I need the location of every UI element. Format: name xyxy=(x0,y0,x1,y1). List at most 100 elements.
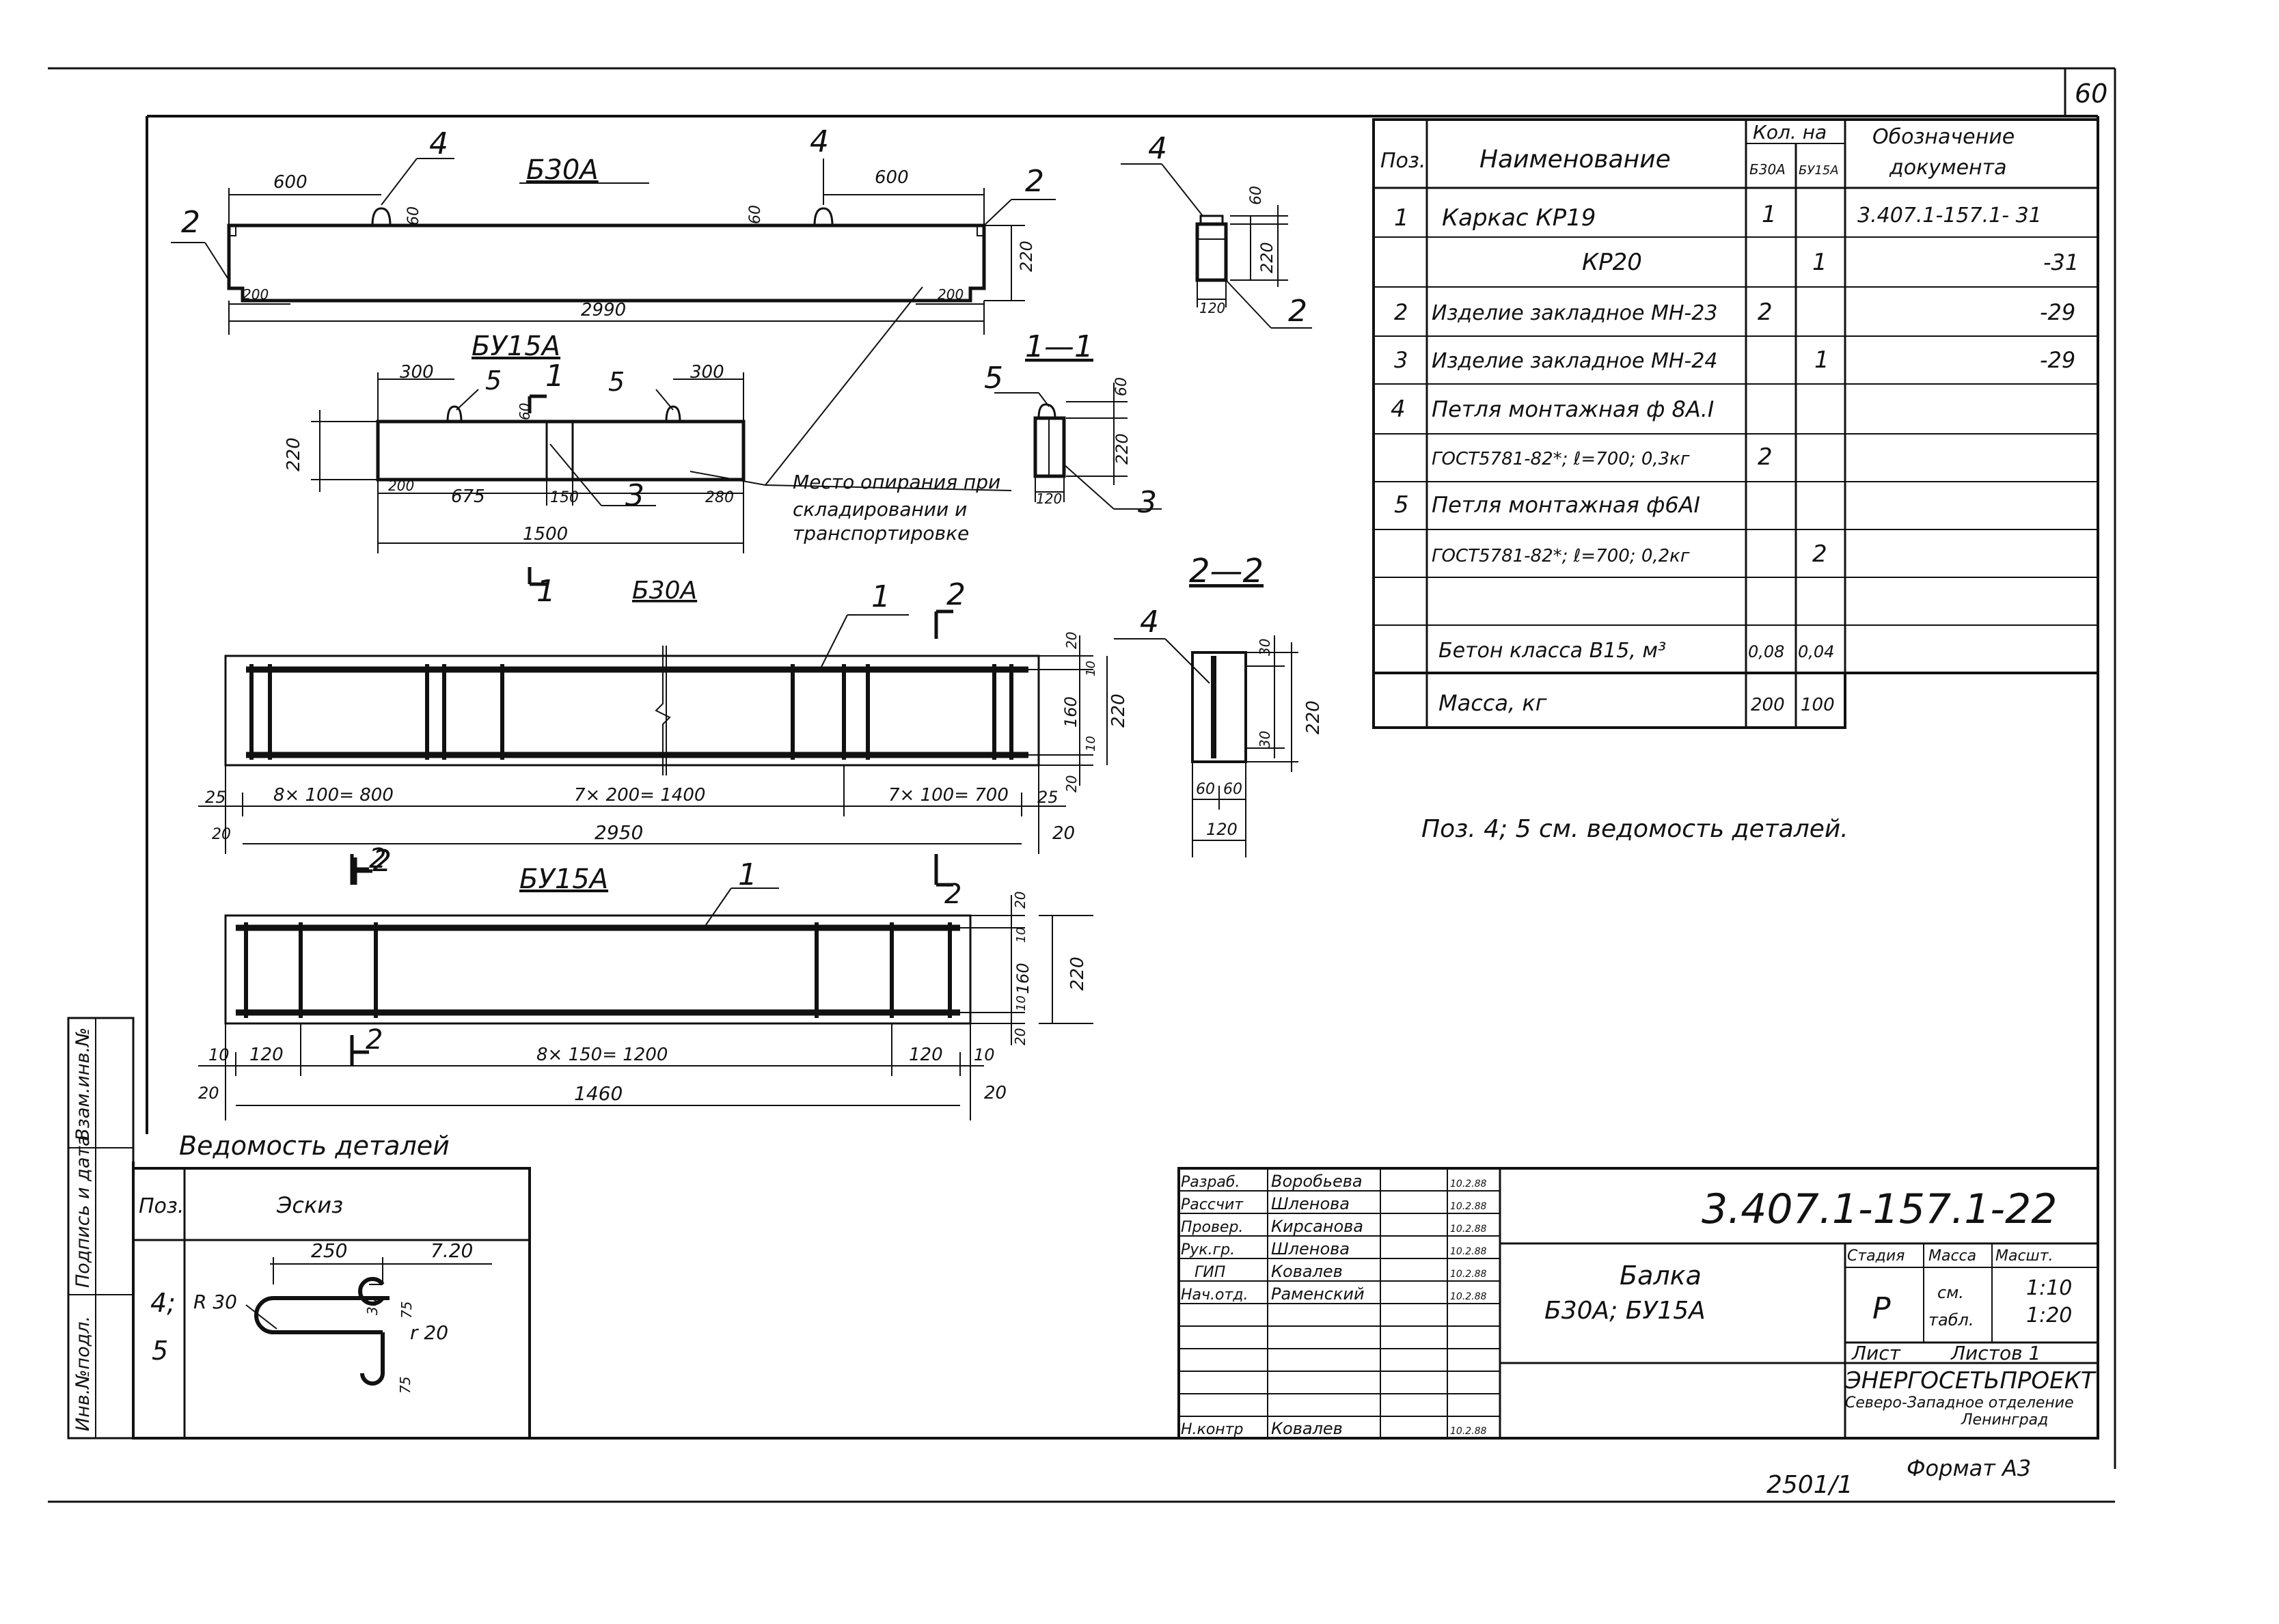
cut-2-left-top: 2 xyxy=(369,843,386,875)
table-row: 5 Петля монтажная ф6АI xyxy=(1394,491,1700,519)
cell-b30a: 2 xyxy=(1758,299,1773,326)
cell-doc: -29 xyxy=(2040,299,2075,325)
org-name: ЭНЕРГОСЕТЬПРОЕКТ xyxy=(1844,1367,2097,1394)
cell-name: КР20 xyxy=(1582,249,1642,276)
header-doc-1: Обозначение xyxy=(1872,125,2015,149)
header-qty-bu15a: БУ15А xyxy=(1799,163,1839,178)
dim-10-right: 10 xyxy=(974,1045,995,1064)
cell-bu15a: 1 xyxy=(1814,346,1829,374)
callout-2: 2 xyxy=(1288,294,1307,329)
sig-date: 10.2.88 xyxy=(1450,1291,1487,1302)
dim-150: 150 xyxy=(550,489,579,506)
dim-10-top: 10 xyxy=(1014,927,1028,943)
dim-10-top: 10 xyxy=(1084,661,1098,676)
stage-value: Р xyxy=(1872,1291,1891,1326)
sig-name: Кирсанова xyxy=(1271,1217,1363,1236)
inventory-number: 2501/1 xyxy=(1766,1471,1853,1499)
cell-name: ГОСТ5781-82*; ℓ=700; 0,3кг xyxy=(1432,449,1690,469)
view-section-2-2: 2—2 30 220 30 60 60 120 4 xyxy=(1114,552,1324,857)
cell-pos: 3 xyxy=(1394,347,1408,373)
sig-name: Шленова xyxy=(1271,1194,1350,1213)
support-note-3: транспортировке xyxy=(793,522,969,545)
cell-doc: -31 xyxy=(2043,249,2079,275)
cell-name: Каркас КР19 xyxy=(1442,204,1596,232)
header-pos: Поз. xyxy=(1380,149,1425,173)
dim-seg-700: 7× 100= 700 xyxy=(888,785,1009,806)
details-title: Ведомость деталей xyxy=(179,1131,450,1161)
sig-role: Нач.отд. xyxy=(1181,1286,1248,1304)
details-pos-a: 4; xyxy=(150,1288,176,1318)
cell-doc: 3.407.1-157.1- 31 xyxy=(1857,204,2042,228)
view-title-b30a-cage: Б30А xyxy=(632,577,697,605)
cell-name: Изделие закладное МН-23 xyxy=(1432,301,1717,325)
cell-b30a: 0,08 xyxy=(1748,642,1784,661)
left-stamp: Инв.№подл. Подпись и дата Взам.инв.№ xyxy=(67,1017,135,1440)
sig-role: Рук.гр. xyxy=(1181,1241,1235,1258)
signature-row: ГИП Ковалев 10.2.88 xyxy=(1195,1262,1487,1281)
table-row: 1 Каркас КР19 1 3.407.1-157.1- 31 xyxy=(1394,201,2042,232)
dim-30-top: 30 xyxy=(1257,639,1273,656)
label-stage: Стадия xyxy=(1847,1248,1905,1265)
callout-2-left: 2 xyxy=(181,205,200,240)
specification-table: Поз. Наименование Кол. на Б30А БУ15А Обо… xyxy=(1372,118,2099,729)
dim-60-left: 60 xyxy=(1196,781,1215,798)
dim-120: 120 xyxy=(1199,300,1225,316)
cell-bu15a: 2 xyxy=(1812,540,1827,568)
dim-10-bottom: 10 xyxy=(1084,736,1098,752)
dim-20-top: 20 xyxy=(1012,892,1028,909)
dim-20-left: 20 xyxy=(212,826,231,843)
dim-60-left: 60 xyxy=(405,206,422,225)
dim-1460: 1460 xyxy=(574,1082,623,1105)
callout-4: 4 xyxy=(1140,605,1159,639)
dim-120: 120 xyxy=(1206,820,1238,839)
dim-20-left: 20 xyxy=(198,1084,219,1103)
view-bu15a-elevation: БУ15А 300 300 60 220 200 675 150 280 150… xyxy=(284,286,1012,609)
sig-name: Раменский xyxy=(1271,1284,1365,1304)
table-row: Бетон класса В15, м³ 0,08 0,04 xyxy=(1438,639,1834,663)
dim-120-left: 120 xyxy=(249,1045,284,1065)
sig-date: 10.2.88 xyxy=(1450,1201,1487,1212)
title-block: Разраб. Воробьева 10.2.88 Рассчит Шленов… xyxy=(1177,1167,2099,1440)
cell-doc: -29 xyxy=(2040,347,2075,373)
scale-value-1: 1:10 xyxy=(2026,1276,2072,1300)
cut-1-top: 1 xyxy=(545,359,564,394)
view-b30a-cage: Б30А 20 10 160 220 10 20 xyxy=(198,577,1129,885)
table-row: Масса, кг 200 100 xyxy=(1438,690,1835,716)
sig-date: 10.2.88 xyxy=(1450,1426,1487,1437)
mass-value-1: см. xyxy=(1937,1283,1964,1302)
table-row: 3 Изделие закладное МН-24 1 -29 xyxy=(1394,346,2075,374)
cut-2-left-bottom: 2 xyxy=(366,1024,383,1056)
label-sheet: Лист xyxy=(1851,1342,1901,1364)
sig-name: Шленова xyxy=(1271,1239,1350,1258)
dim-60-right: 60 xyxy=(1223,781,1242,798)
dim-160: 160 xyxy=(1061,696,1080,728)
sig-role: Разраб. xyxy=(1181,1174,1240,1191)
view-title-b30a: Б30А xyxy=(526,154,599,186)
label-sheets: Листов 1 xyxy=(1950,1342,2041,1364)
dim-200: 200 xyxy=(388,478,414,494)
cell-b30a: 2 xyxy=(1758,443,1773,471)
table-row: ГОСТ5781-82*; ℓ=700; 0,2кг 2 xyxy=(1432,540,1827,568)
dim-2950: 2950 xyxy=(595,821,643,844)
sig-name: Ковалев xyxy=(1271,1262,1343,1281)
sig-name: Ковалев xyxy=(1271,1419,1343,1438)
sig-role: Н.контр xyxy=(1181,1421,1243,1438)
stirrups xyxy=(249,664,1013,760)
view-end: 60 220 120 4 2 xyxy=(1121,131,1312,329)
support-note-1: Место опирания при xyxy=(793,471,1000,493)
stirrups xyxy=(244,922,952,1018)
signature-row: Разраб. Воробьева 10.2.88 xyxy=(1181,1172,1487,1191)
callout-5: 5 xyxy=(984,361,1003,396)
dim-25-right: 25 xyxy=(1037,788,1059,807)
org-branch: Северо-Западное отделение xyxy=(1845,1394,2074,1412)
stamp-replaced-inv: Взам.инв.№ xyxy=(72,1028,94,1141)
dim-220: 220 xyxy=(1257,242,1277,273)
dim-20-bottom: 20 xyxy=(1012,1028,1028,1045)
dim-600-right: 600 xyxy=(875,167,909,188)
dim-220: 220 xyxy=(1017,240,1036,272)
cell-b30a: 1 xyxy=(1762,201,1777,228)
table-row: ГОСТ5781-82*; ℓ=700; 0,3кг 2 xyxy=(1432,443,1773,471)
cell-bu15a: 1 xyxy=(1812,249,1827,276)
